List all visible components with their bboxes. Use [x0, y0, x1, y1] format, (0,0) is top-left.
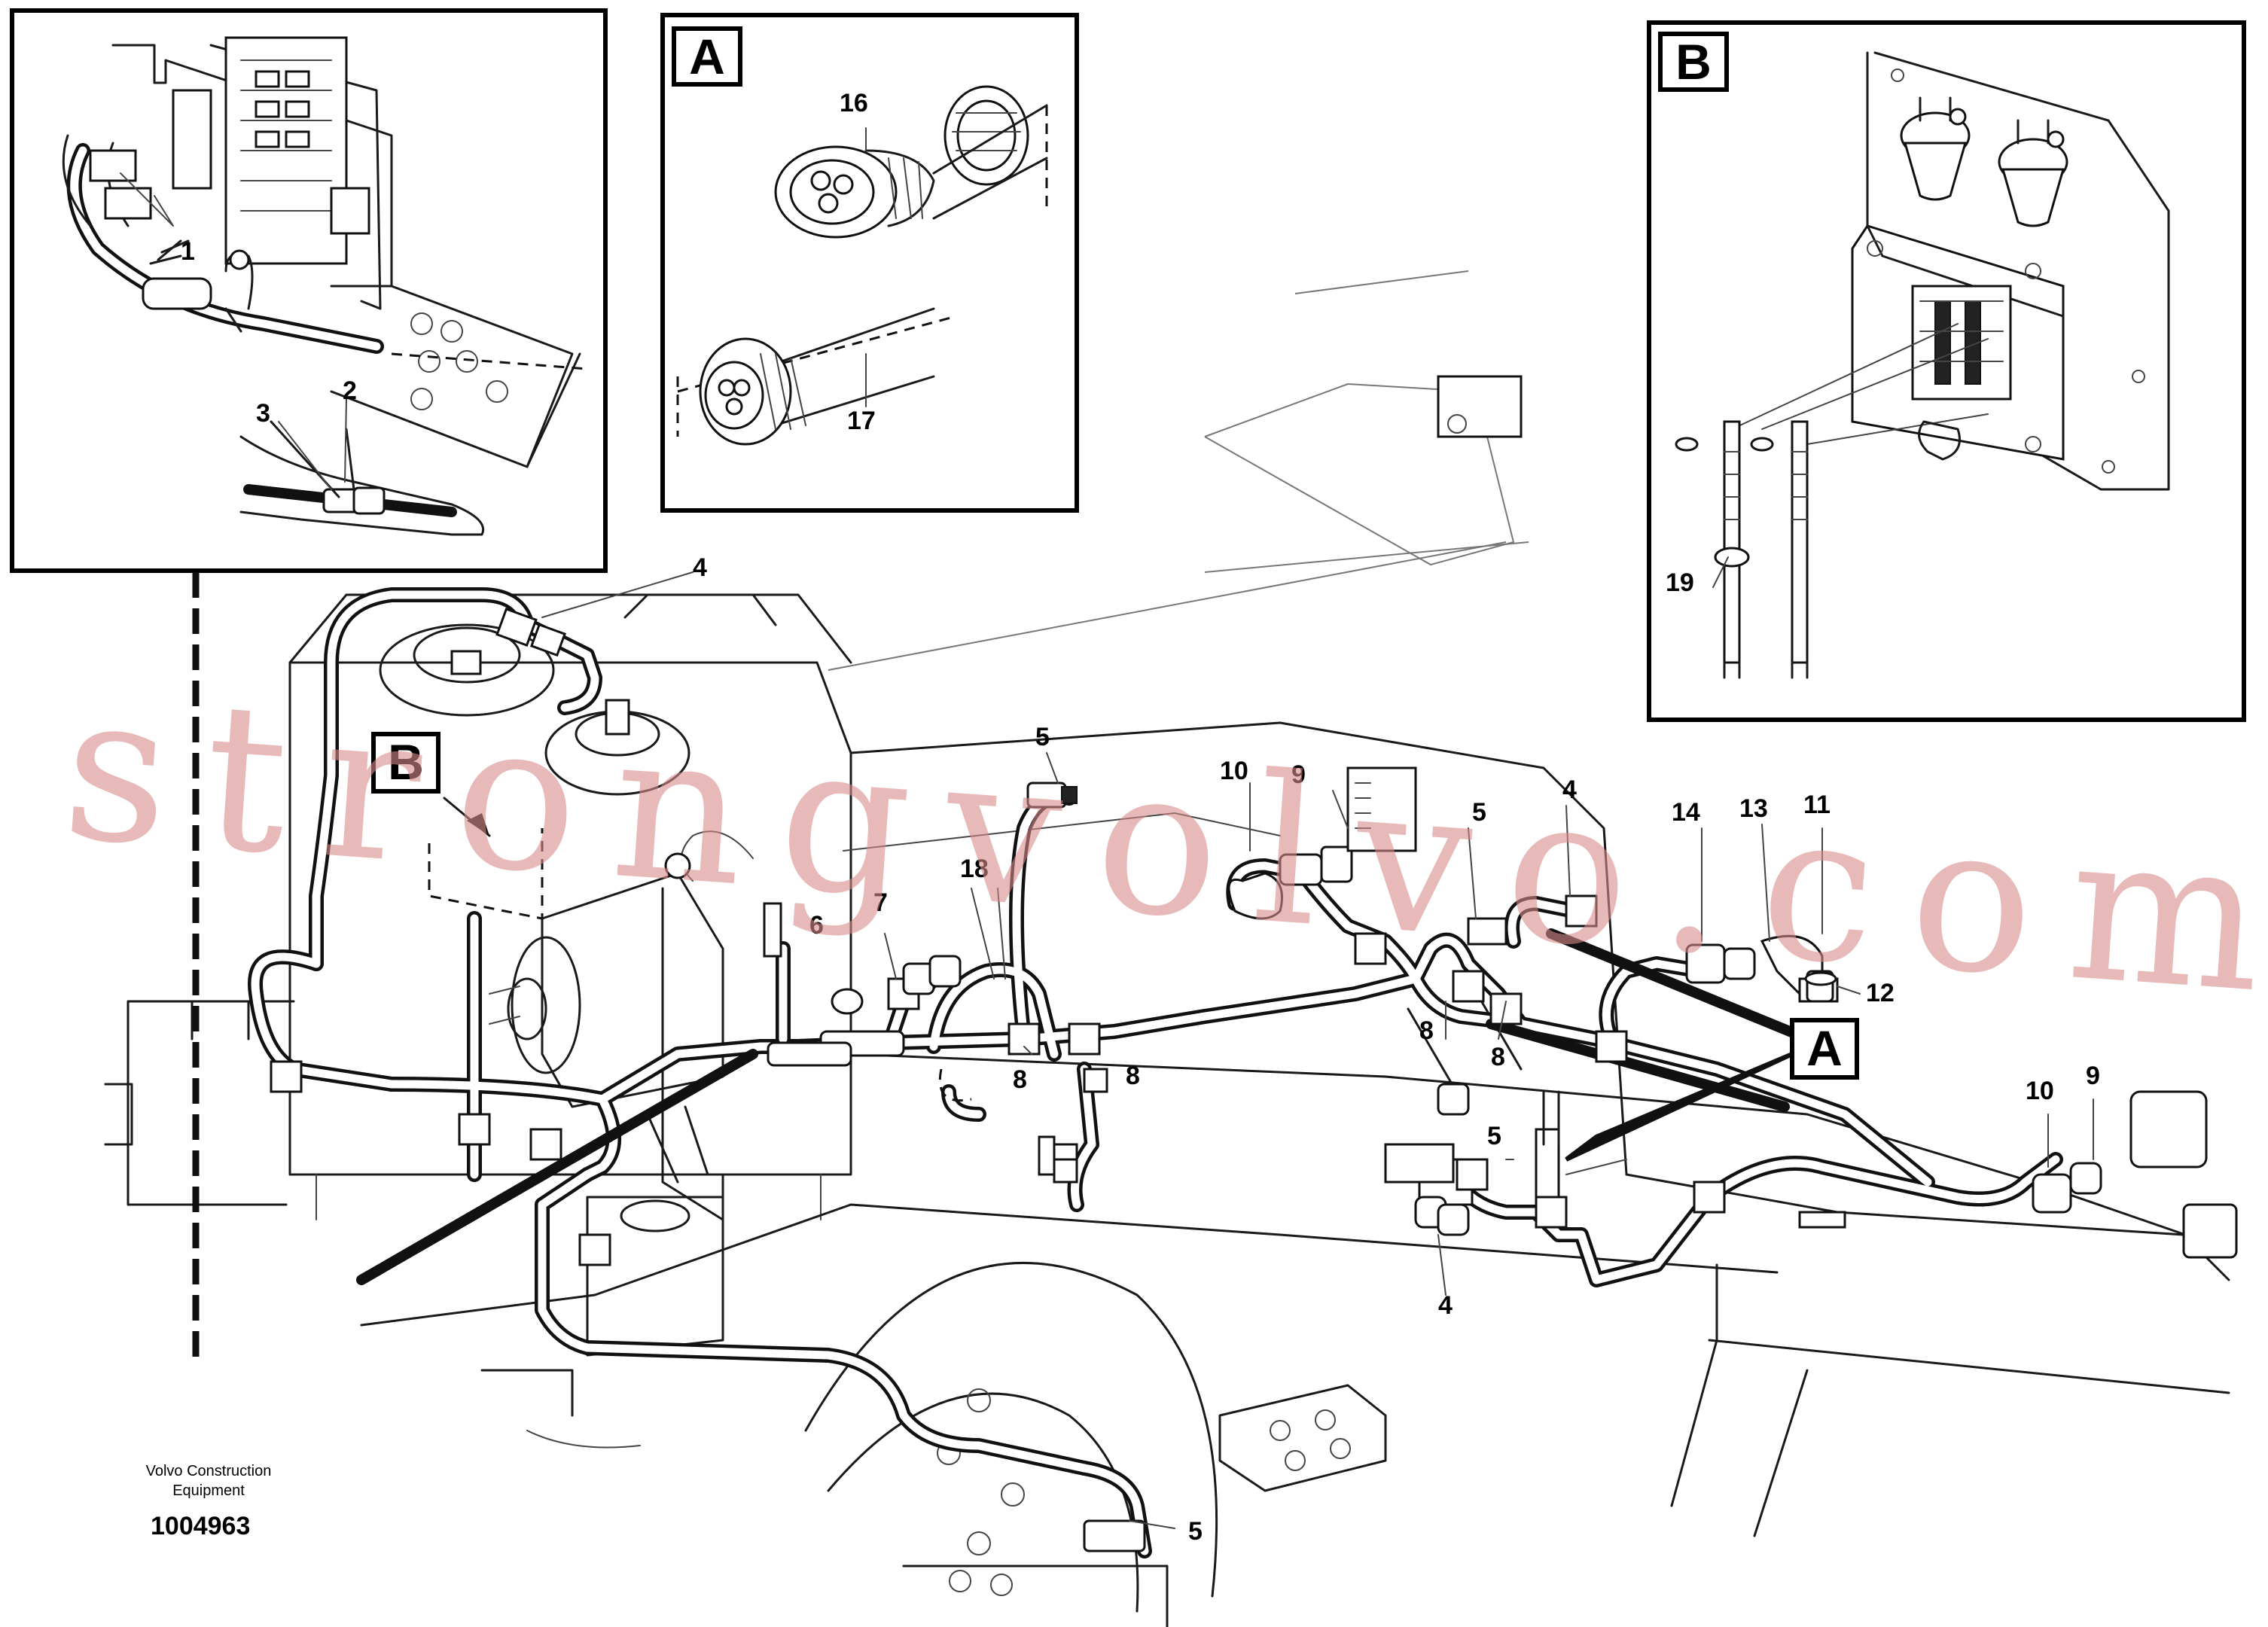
callout-10-b: 10 [2026, 1077, 2054, 1105]
detail-b-title: B [1675, 34, 1712, 90]
callout-leaders [120, 127, 2094, 1529]
company-name-line1: Volvo Construction [146, 1463, 272, 1479]
callout-5-lower: 5 [1487, 1122, 1501, 1150]
callout-12: 12 [1866, 979, 1895, 1007]
callout-19: 19 [1666, 568, 1694, 597]
callout-5-top: 5 [1035, 723, 1050, 751]
detail-a-marker-frame [1790, 1018, 1859, 1080]
callout-8-d: 8 [1126, 1062, 1140, 1090]
callout-11: 11 [1803, 791, 1831, 819]
callout-1: 1 [181, 237, 195, 266]
detail-b-locator [428, 828, 544, 920]
detail-view-fuse-panel [10, 8, 608, 573]
callout-6: 6 [809, 911, 824, 940]
callout-8-b: 8 [1419, 1016, 1434, 1045]
detail-view-a [660, 13, 1079, 513]
callout-8-a: 8 [1013, 1065, 1027, 1094]
company-name-line2: Equipment [172, 1482, 245, 1499]
callout-9-a: 9 [1291, 760, 1306, 789]
callout-10-a: 10 [1220, 757, 1248, 785]
callout-5-mid: 5 [1472, 798, 1486, 827]
drawing-number: 1004963 [151, 1512, 250, 1540]
detail-b-marker: B [388, 734, 424, 790]
detail-a-title: A [689, 29, 725, 84]
detail-label-b-frame: B [1675, 34, 1712, 90]
callout-18: 18 [960, 855, 989, 883]
callout-3: 3 [256, 399, 270, 428]
detail-a-marker: A [1806, 1020, 1843, 1076]
detail-label-a-frame: A [689, 29, 725, 84]
callout-4-top: 4 [693, 553, 707, 582]
callout-2: 2 [343, 376, 357, 405]
callout-7: 7 [873, 888, 888, 917]
callout-4-bottom: 4 [1438, 1291, 1453, 1320]
callout-14: 14 [1672, 798, 1700, 827]
harness-connectors [270, 607, 2238, 1552]
detail-b-marker-frame [371, 732, 440, 794]
callout-8-c: 8 [1491, 1043, 1505, 1071]
callout-17: 17 [847, 407, 876, 435]
callout-9-b: 9 [2086, 1062, 2100, 1090]
callout-4-mid: 4 [1562, 775, 1577, 804]
machine-outline [104, 270, 2230, 1627]
callout-5-bottom: 5 [1188, 1517, 1203, 1546]
detail-view-b [1647, 20, 2246, 722]
callout-13: 13 [1739, 794, 1768, 823]
callout-numbers: 1 2 3 4 4 4 5 5 5 5 6 7 8 8 8 8 9 9 10 1… [181, 89, 2100, 1546]
callout-16: 16 [840, 89, 868, 117]
